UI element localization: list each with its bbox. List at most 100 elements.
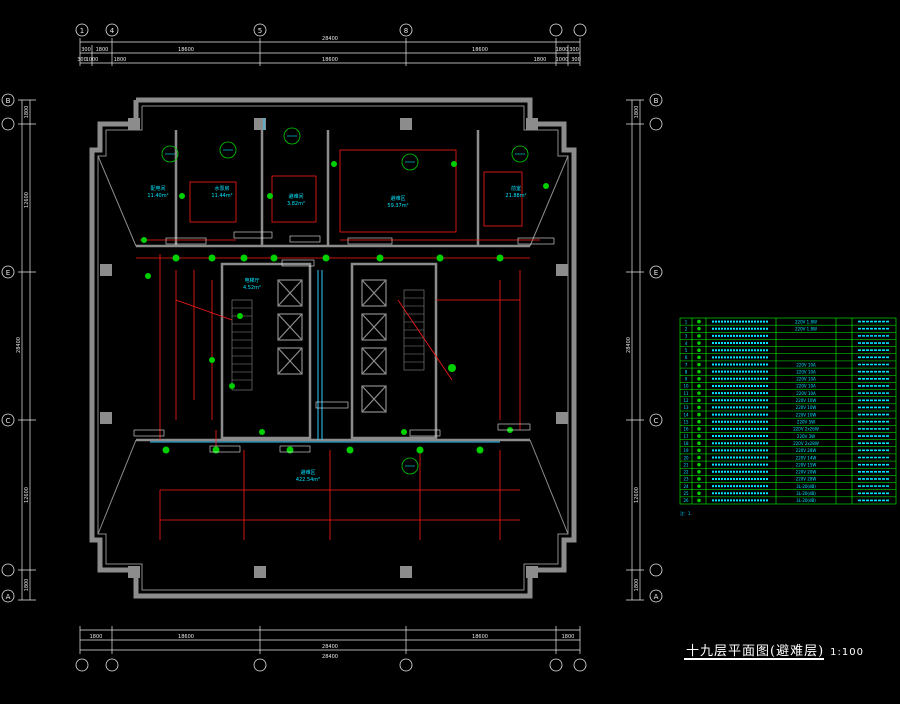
legend-symbol-icon	[697, 348, 701, 352]
axis-left-e: E	[6, 269, 10, 277]
legend-row-number: 2	[685, 327, 688, 332]
legend-symbol-icon	[697, 470, 701, 474]
legend-row-number: 14	[683, 412, 689, 417]
axis-top-8: 8	[404, 27, 408, 35]
left-axis-bubbles	[1, 93, 15, 603]
legend-row-spec: 220V 10W	[796, 405, 817, 410]
legend-row-spec: 220V 28W	[796, 448, 817, 453]
drawing-title: 十九层平面图(避难层)1:100	[686, 640, 864, 659]
room-4-name: 避难区	[390, 195, 405, 202]
legend-row-number: 17	[683, 434, 689, 439]
dim-top2-d: 18600	[322, 57, 338, 63]
right-dimensions	[626, 99, 644, 601]
legend-symbol-icon	[697, 377, 701, 381]
dim-right-b: 12600	[634, 487, 640, 503]
ducts	[150, 118, 500, 443]
dim-top2-b: 1000	[86, 57, 99, 63]
axis-top-4: 4	[110, 27, 115, 35]
legend-row-spec: 3L-20(dB)	[796, 491, 816, 496]
legend-symbol-icon	[697, 498, 701, 503]
legend-symbol-icon	[697, 455, 701, 460]
left-dimensions	[18, 99, 36, 601]
dim-left-b: 12600	[24, 192, 30, 208]
legend-note-1: 注：1.	[680, 511, 692, 516]
legend-row-spec: 220V 28W	[796, 477, 817, 482]
room-5-area: 21.88m²	[505, 193, 526, 199]
axis-top-1: 1	[80, 27, 84, 35]
legend-row-number: 7	[685, 362, 688, 367]
legend-row-number: 9	[685, 377, 688, 382]
dim-left-b2: 12600	[24, 487, 30, 503]
legend-row-spec: 220V 14W	[796, 455, 817, 460]
legend-row-spec: 220V 1.8W	[795, 319, 817, 324]
legend-row-number: 5	[685, 348, 688, 353]
room-1-area: 11.40m²	[147, 193, 168, 199]
axis-top-5: 5	[258, 27, 262, 35]
legend-row-number: 18	[683, 441, 689, 446]
room-7-name: 避难区	[300, 469, 315, 476]
legend-row-number: 12	[683, 398, 689, 403]
dim-bottom-a: 1800	[90, 634, 103, 640]
legend-row-number: 25	[683, 491, 689, 496]
title-underline	[684, 658, 824, 660]
legend-symbol-icon	[697, 362, 701, 367]
room-1-name: 配电间	[150, 185, 165, 192]
legend-row-number: 22	[683, 470, 689, 475]
legend-symbol-icon	[697, 427, 701, 431]
legend-row-number: 13	[683, 405, 689, 410]
legend-row-spec: 220V 1.8W	[795, 327, 817, 332]
dim-bottom-c: 1800	[562, 634, 575, 640]
drawing-scale: 1:100	[830, 647, 864, 658]
legend-symbol-icon	[697, 477, 701, 481]
dim-top-b: 1800	[96, 47, 109, 53]
legend-row-spec: 220V 10A	[796, 377, 816, 382]
axis-left-a: A	[6, 593, 11, 601]
legend-row-spec: 220V 10A	[796, 391, 816, 396]
dim-top2-c: 1800	[114, 57, 127, 63]
circuit-labels	[133, 231, 555, 453]
dim-top-a: 300	[81, 47, 91, 53]
room-3-name: 避难间	[288, 193, 303, 200]
legend-symbol-icon	[697, 326, 701, 331]
legend-row-number: 19	[683, 448, 689, 453]
legend-symbol-icon	[697, 419, 701, 424]
legend-symbol-icon	[697, 448, 701, 453]
dim-right-a: 1800	[634, 106, 640, 119]
legend-row-number: 15	[683, 420, 689, 425]
legend-row-spec: 220V 2x26W	[793, 427, 819, 432]
dim-bottom-total2: 28400	[322, 654, 338, 660]
dim-right-c: 1800	[634, 579, 640, 592]
dim-top-e: 300	[569, 47, 579, 53]
legend-row-number: 1	[685, 319, 688, 324]
device-tags	[161, 127, 529, 475]
legend-symbol-icon	[697, 398, 701, 403]
top-axis-bubbles	[75, 23, 587, 37]
legend-symbol-icon	[697, 341, 701, 345]
legend-row-number: 4	[685, 341, 688, 346]
dim-top-c: 18600	[178, 47, 194, 53]
room-2-name: 水泵房	[214, 185, 229, 192]
dim-bottom-b2: 18600	[472, 634, 488, 640]
legend-row-number: 20	[683, 455, 689, 460]
legend-symbol-icon	[697, 369, 701, 374]
axis-right-e: E	[654, 269, 658, 277]
right-axis-bubbles	[649, 93, 663, 603]
legend-symbol-icon	[697, 334, 701, 338]
room-2-area: 11.44m²	[211, 193, 232, 199]
axis-right-a: A	[654, 593, 659, 601]
legend-symbol-icon	[697, 462, 701, 467]
axis-right-c: C	[654, 417, 659, 425]
legend-row-spec: 220V 5W	[797, 420, 815, 425]
dim-top2-f: 1000	[556, 57, 569, 63]
interior-thin-walls	[97, 105, 569, 591]
wiring	[136, 149, 540, 540]
legend-row-spec: 220V 20W	[796, 470, 817, 475]
devices	[141, 161, 549, 454]
dim-top-c2: 18600	[472, 47, 488, 53]
bottom-dimensions	[79, 626, 581, 654]
dim-left-total: 28400	[16, 337, 22, 353]
columns	[100, 118, 568, 578]
legend-row-spec: 220V 10W	[796, 412, 817, 417]
